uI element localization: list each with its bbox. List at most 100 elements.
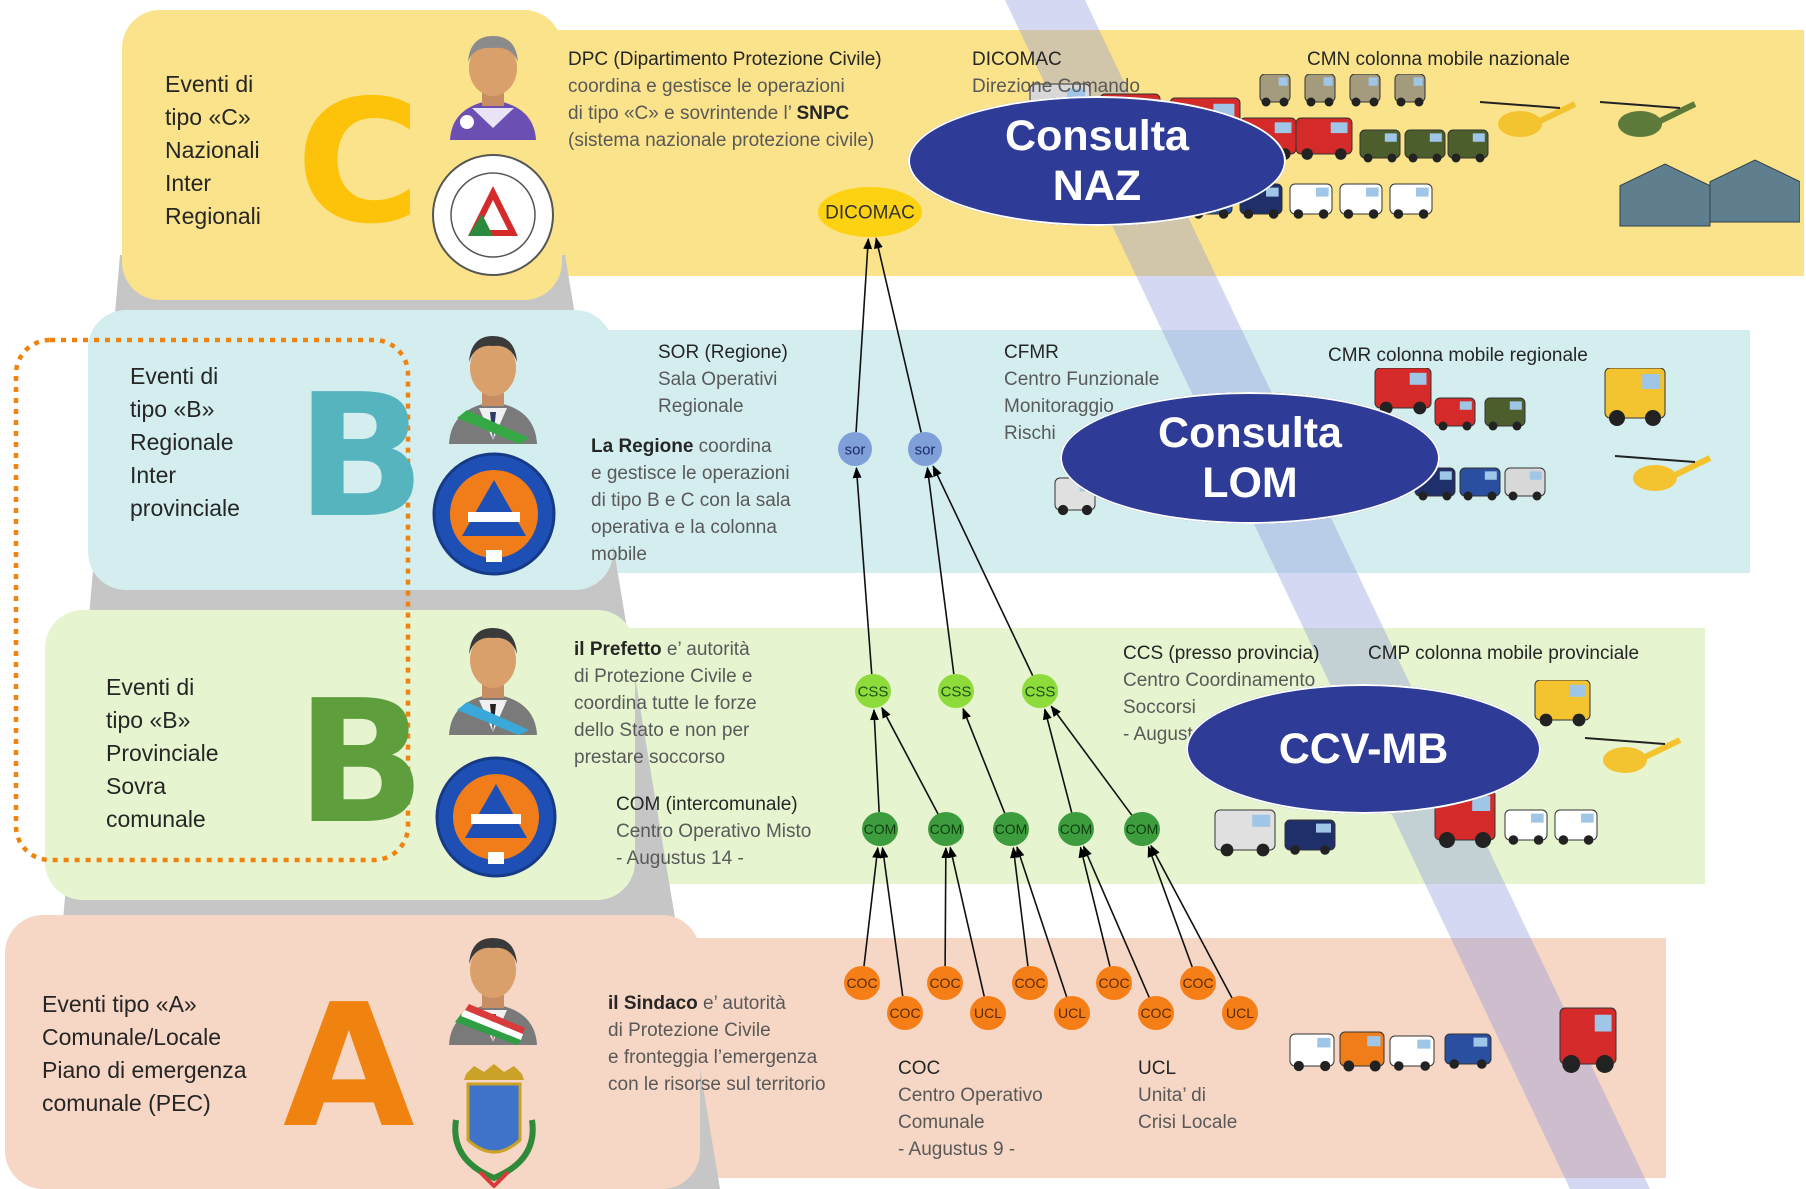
- node-label: COC: [1140, 1005, 1171, 1021]
- army-vehicle-icon: [1304, 74, 1336, 107]
- truck-icon: [1214, 809, 1276, 857]
- ucl-text: UCL Unita’ di Crisi Locale: [1138, 1058, 1238, 1133]
- edge-a4-to-com2: [948, 846, 985, 997]
- dpc-text: DPC (Dipartimento Protezione Civile) coo…: [568, 49, 882, 151]
- node-a10: UCL: [1222, 996, 1258, 1030]
- local-vehicles-illustration: [1289, 1007, 1617, 1073]
- node-label: UCL: [1058, 1005, 1086, 1021]
- protezione-civile-volontariato-logo-regional: [432, 452, 556, 576]
- ambulance-icon: [1389, 1035, 1435, 1071]
- bulldozer-icon: [1534, 680, 1591, 727]
- edge-a6-to-com3: [1015, 845, 1068, 998]
- cfmr-text: CFMR Centro Funzionale Monitoraggio Risc…: [1004, 342, 1160, 444]
- node-label: COC: [1014, 975, 1045, 991]
- police-car-icon: [1444, 1033, 1492, 1069]
- ambulance-icon: [1389, 183, 1433, 219]
- avatar-dpc-chief: [450, 36, 536, 140]
- bulldozer-icon: [1604, 368, 1666, 426]
- prefetto-text: il Prefetto e’ autorità di Protezione Ci…: [574, 639, 757, 768]
- edge-css2-to-sor2: [924, 466, 955, 675]
- police-car-icon: [1459, 467, 1501, 501]
- edge-a5-to-com3: [1010, 846, 1029, 967]
- node-label: COM: [930, 821, 963, 837]
- fire-truck-icon: [1374, 368, 1432, 415]
- edge-com5-to-css3: [1050, 705, 1133, 816]
- edge-a9-to-com5: [1147, 845, 1193, 968]
- coc-text: COC Centro Operativo Comunale - Augustus…: [898, 1058, 1043, 1160]
- node-label: COC: [846, 975, 877, 991]
- node-dic: DICOMAC: [818, 187, 922, 237]
- cmn-label: CMN colonna mobile nazionale: [1307, 49, 1570, 70]
- node-css2: CSS: [938, 674, 974, 708]
- avatar-mayor: [449, 938, 537, 1045]
- edge-css1-to-sor1: [852, 466, 873, 675]
- node-a5: COC: [1012, 966, 1048, 1000]
- edge-com2-to-css1: [881, 706, 939, 815]
- municipal-coat-of-arms: [452, 1064, 536, 1188]
- node-com2: COM: [928, 812, 964, 846]
- node-com3: COM: [993, 812, 1029, 846]
- avatar-regional-president: [449, 336, 537, 444]
- node-a7: COC: [1096, 966, 1132, 1000]
- helicopter-icon: [1614, 455, 1712, 491]
- node-sor2: sor: [908, 432, 942, 466]
- node-label: sor: [915, 441, 936, 458]
- army-vehicle-icon: [1394, 74, 1426, 107]
- regione-text: La Regione coordina e gestisce le operaz…: [591, 436, 791, 565]
- node-label: COC: [1098, 975, 1129, 991]
- ambulance-icon: [1289, 1033, 1335, 1072]
- node-a1: COC: [844, 966, 880, 1000]
- letter-c: C: [296, 64, 421, 262]
- sindaco-text: il Sindaco e’ autorità di Protezione Civ…: [608, 993, 826, 1095]
- node-label: CSS: [941, 683, 972, 700]
- node-label: COM: [864, 821, 897, 837]
- fire-truck-icon: [1434, 397, 1476, 431]
- army-vehicle-icon: [1349, 74, 1381, 107]
- protezione-civile-nazionale-logo: [432, 154, 554, 276]
- dicomac-text: DICOMAC Direzione Comando: [972, 49, 1140, 97]
- edge-a3-to-com2: [941, 846, 951, 967]
- node-css1: CSS: [855, 674, 891, 708]
- node-label: CSS: [1025, 683, 1056, 700]
- helicopter-icon: [1584, 737, 1682, 773]
- edge-a2-to-com1: [879, 846, 904, 997]
- letter-b-regional: B: [296, 358, 426, 556]
- edge-css3-to-sor2: [932, 465, 1034, 676]
- edge-a10-to-com5: [1150, 844, 1233, 999]
- edge-sor2-to-dic: [874, 237, 922, 433]
- node-label: COM: [995, 821, 1028, 837]
- node-a9: COC: [1180, 966, 1216, 1000]
- cmr-label: CMR colonna mobile regionale: [1328, 345, 1588, 366]
- node-label: COC: [1182, 975, 1213, 991]
- ambulance-icon: [1554, 809, 1598, 845]
- warehouse-icon: [1619, 163, 1711, 227]
- node-label: COM: [1060, 821, 1093, 837]
- avatar-prefect: [449, 628, 537, 735]
- com-text: COM (intercomunale) Centro Operativo Mis…: [616, 794, 812, 869]
- sor-text: SOR (Regione) Sala Operativi Regionale: [658, 342, 788, 417]
- node-com1: COM: [862, 812, 898, 846]
- node-label: UCL: [974, 1005, 1002, 1021]
- protezione-civile-volontariato-logo-provincial: [435, 756, 557, 878]
- edge-com1-to-css1: [869, 708, 880, 813]
- node-label: sor: [845, 441, 866, 458]
- fire-truck-icon: [1295, 117, 1353, 160]
- node-label: COC: [889, 1005, 920, 1021]
- army-vehicle-icon: [1404, 129, 1446, 163]
- warehouse-icon: [1709, 159, 1800, 223]
- node-a6: UCL: [1054, 996, 1090, 1030]
- army-vehicle-icon: [1484, 397, 1526, 431]
- ambulance-icon: [1339, 183, 1383, 219]
- node-a8: COC: [1138, 996, 1174, 1030]
- letter-b-provincial: B: [296, 664, 426, 862]
- node-label: COM: [1126, 821, 1159, 837]
- node-css3: CSS: [1022, 674, 1058, 708]
- ccv-mb-ellipse: CCV-MB: [1186, 684, 1541, 814]
- army-vehicle-icon: [1259, 74, 1291, 107]
- police-car-icon: [1284, 819, 1336, 855]
